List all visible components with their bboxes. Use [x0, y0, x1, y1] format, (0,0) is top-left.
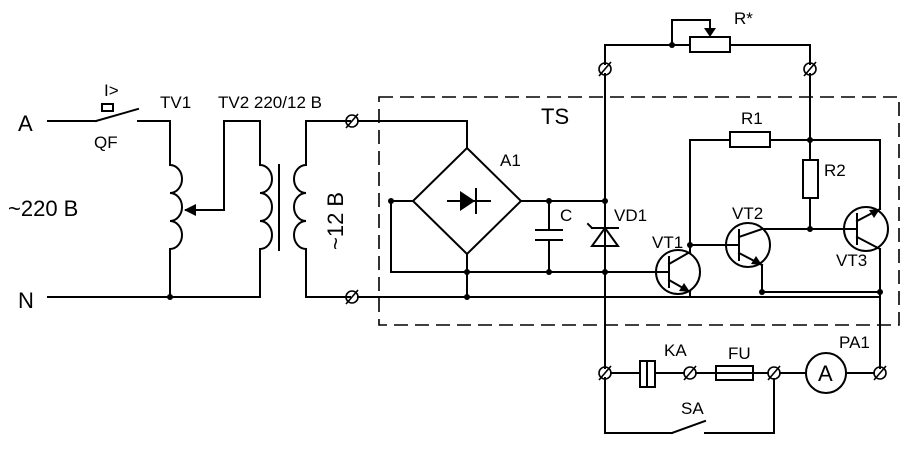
label-vt2: VT2 — [732, 204, 763, 223]
label-tv1: TV1 — [160, 93, 191, 112]
ts-enclosure — [378, 96, 900, 326]
label-mains-voltage: ~220 B — [8, 196, 78, 221]
label-capacitor: C — [560, 206, 572, 225]
label-ammeter-symbol: A — [818, 361, 833, 386]
relay-ka: KA — [639, 341, 687, 388]
transistor-vt2: VT2 — [689, 204, 771, 268]
terminal-rstar-right — [803, 61, 817, 77]
breaker-qf: I> QF — [94, 81, 119, 152]
label-vd1: VD1 — [614, 206, 647, 225]
label-ts: TS — [541, 104, 569, 129]
label-r1: R1 — [741, 109, 763, 128]
label-a1: A1 — [500, 151, 521, 170]
label-pa1: PA1 — [839, 333, 870, 352]
capacitor-c: C — [535, 200, 572, 273]
resistor-r1: R1 — [689, 109, 881, 148]
fuse-fu: FU — [715, 344, 754, 381]
terminal-fu-right — [767, 365, 781, 381]
label-qf: QF — [94, 133, 118, 152]
transistor-vt3: VT3 — [836, 206, 889, 270]
terminal-ka-right — [683, 365, 697, 381]
label-tv2: TV2 220/12 B — [218, 93, 322, 112]
label-fu: FU — [728, 344, 751, 363]
ammeter-pa1: A PA1 — [805, 333, 870, 394]
label-secondary-voltage: ~12 B — [323, 192, 348, 250]
transistor-vt1: VT1 — [652, 233, 701, 295]
resistor-rstar: R* — [604, 9, 811, 141]
label-breaker-symbol: I> — [104, 81, 119, 100]
zener-vd1: VD1 — [586, 206, 647, 247]
autotransformer-tv1: TV1 — [160, 93, 225, 251]
terminal-rstar-left — [598, 61, 612, 77]
transformer-tv2: TV2 220/12 B ~12 B — [218, 93, 351, 298]
label-rstar: R* — [734, 9, 753, 28]
label-phase-a: A — [18, 111, 33, 136]
label-neutral-n: N — [18, 288, 34, 313]
rectifier-bridge-a1: A1 — [411, 146, 523, 256]
label-sa: SA — [681, 399, 704, 418]
label-vt3: VT3 — [836, 251, 867, 270]
terminal-pa1-right — [873, 365, 887, 381]
resistor-r2: R2 — [802, 139, 846, 230]
label-vt1: VT1 — [652, 233, 683, 252]
label-r2: R2 — [824, 161, 846, 180]
label-ka: KA — [664, 341, 687, 360]
neutral-n-line: N — [18, 249, 261, 313]
switch-sa: SA — [604, 378, 775, 435]
phase-a-line: A — [18, 107, 171, 166]
